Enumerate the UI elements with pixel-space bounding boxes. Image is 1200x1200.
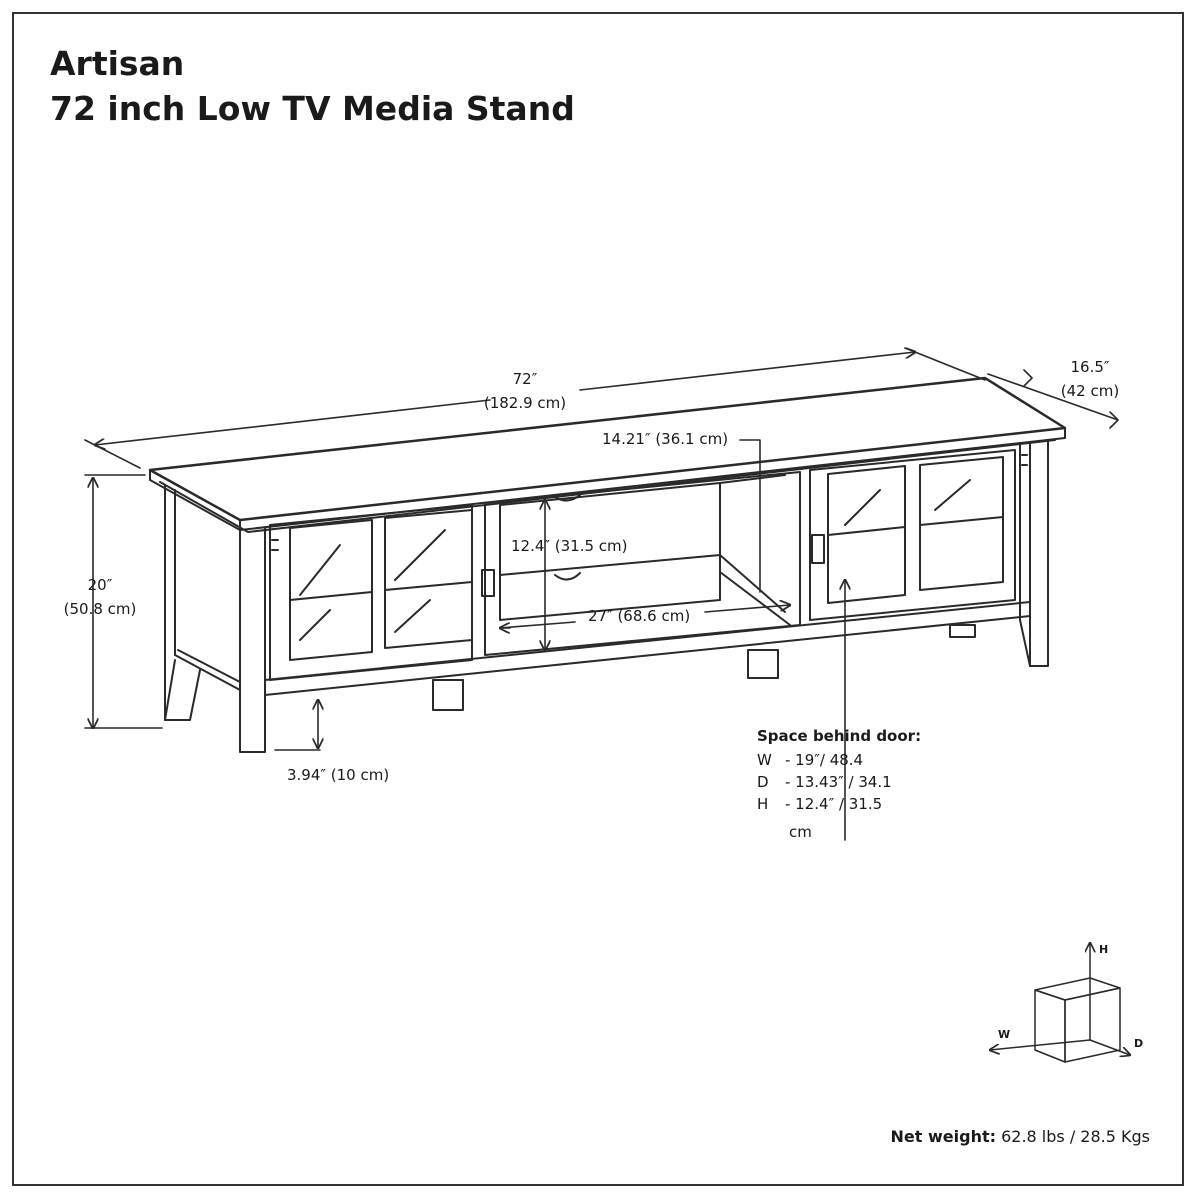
space-value-w: - 19″/ 48.4 (785, 751, 864, 769)
height-inch-label: 20″ (87, 576, 113, 594)
height-cm-label: (50.8 cm) (63, 600, 137, 618)
depth-inch-label: 16.5″ (1070, 358, 1110, 376)
space-unit-label: cm (789, 823, 812, 841)
space-value-d: - 13.43″ / 34.1 (785, 773, 892, 791)
cabinet-body (164, 439, 1049, 753)
depth-cm-label: (42 cm) (1060, 382, 1120, 400)
shelf-width-label: 27″ (68.6 cm) (588, 607, 691, 625)
back-legs (432, 624, 976, 711)
net-weight: Net weight: 62.8 lbs / 28.5 Kgs (891, 1127, 1150, 1147)
center-shelf (481, 471, 801, 656)
dimension-lines (84, 348, 1119, 841)
space-behind-door-title: Space behind door: (757, 727, 922, 745)
space-key-d: D (757, 773, 769, 791)
axis-d-label: D (1134, 1037, 1144, 1050)
product-series-title: Artisan (50, 44, 185, 83)
space-row-height: H - 12.4″ / 31.5 (757, 795, 882, 813)
axis-cube-legend (990, 943, 1130, 1063)
shelf-height-label: 12.4″ (31.5 cm) (511, 537, 628, 555)
space-key-w: W (757, 751, 772, 769)
left-door (269, 504, 473, 681)
axis-w-label: W (998, 1028, 1011, 1041)
leg-height-label: 3.94″ (10 cm) (287, 766, 390, 784)
shelf-depth-label: 14.21″ (36.1 cm) (602, 430, 729, 448)
space-value-h: - 12.4″ / 31.5 (785, 795, 883, 813)
net-weight-value: 62.8 lbs / 28.5 Kgs (1001, 1127, 1150, 1146)
width-cm-label: (182.9 cm) (483, 394, 567, 412)
tabletop (148, 376, 1067, 533)
right-door (809, 449, 1028, 621)
space-key-h: H (757, 795, 769, 813)
space-row-depth: D - 13.43″ / 34.1 (757, 773, 892, 791)
space-row-width: W - 19″/ 48.4 (757, 751, 863, 769)
outer-frame (12, 12, 1184, 1186)
product-name-title: 72 inch Low TV Media Stand (50, 89, 575, 128)
axis-h-label: H (1099, 943, 1109, 956)
width-inch-label: 72″ (512, 370, 538, 388)
net-weight-label: Net weight: (890, 1127, 996, 1146)
